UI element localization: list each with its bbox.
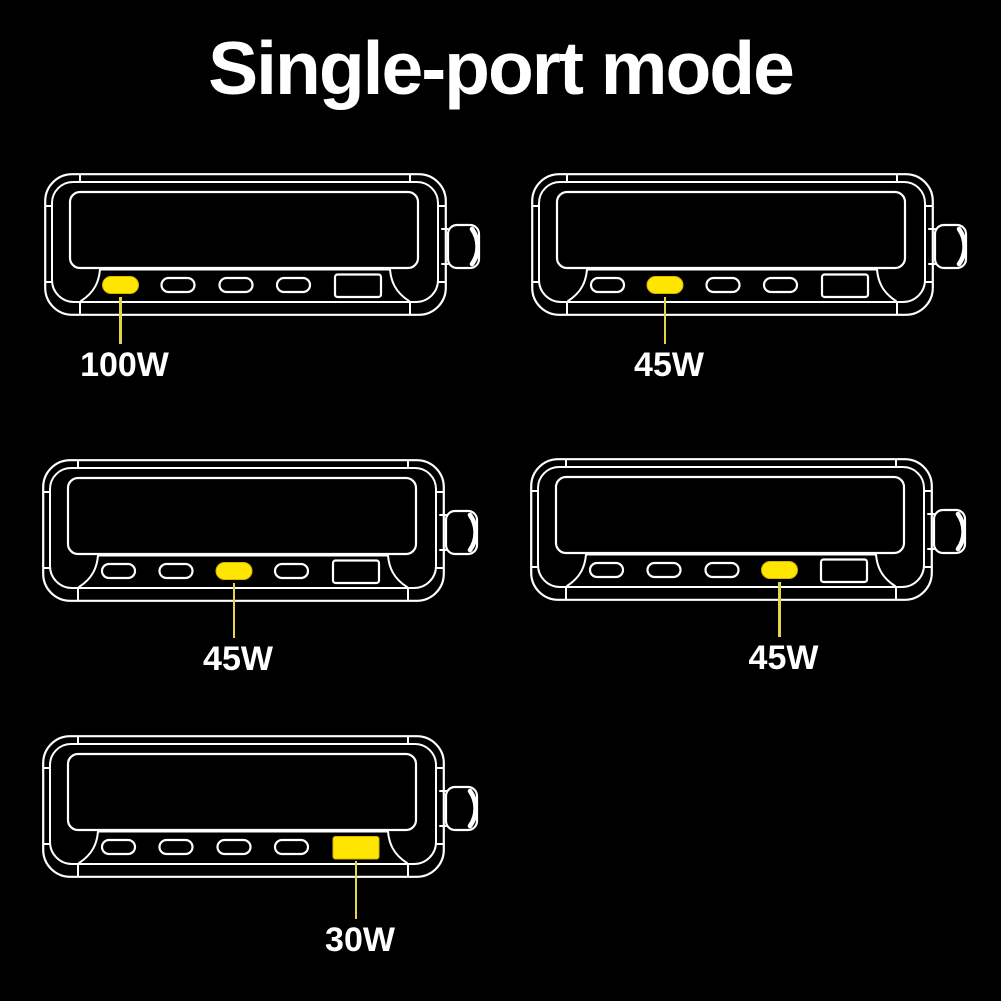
usb-c-port-2 [646, 561, 682, 579]
wattage-label: 100W [80, 346, 169, 384]
usb-c-port-1-highlighted [102, 276, 139, 294]
usb-c-port-1 [100, 838, 137, 856]
usb-c-port-1 [100, 562, 137, 580]
usb-c-port-2 [160, 276, 196, 294]
power-bank-middle-left: 45W [42, 459, 482, 699]
wattage-label: 45W [634, 346, 704, 384]
wattage-pointer-line [778, 582, 781, 637]
body-inner-seam [538, 181, 926, 303]
usb-c-port-2 [158, 562, 194, 580]
side-strap-tab-highlight [956, 226, 967, 267]
body-inner-seam [49, 743, 437, 865]
usb-c-port-3-highlighted [215, 562, 253, 580]
port-recess-right-curve [387, 554, 408, 588]
wattage-label: 45W [203, 640, 273, 678]
body-outline [530, 458, 933, 601]
body-outline [42, 459, 445, 602]
wattage-pointer-line [663, 297, 667, 344]
display-panel [555, 190, 907, 270]
power-bank-bottom-left: 30W [42, 735, 482, 975]
body-inner-seam [537, 466, 925, 588]
display-panel [66, 476, 418, 556]
usb-c-port-4 [273, 838, 310, 856]
port-recess-left-curve [80, 268, 101, 302]
body-inner-seam [49, 467, 437, 589]
usb-a-port [819, 558, 869, 584]
power-bank-middle-right: 45W [530, 458, 970, 698]
power-bank-top-left: 100W [44, 173, 484, 413]
usb-a-port [820, 273, 870, 299]
power-bank-illustration [530, 458, 967, 601]
port-recess-right-curve [389, 268, 410, 302]
power-bank-illustration [42, 459, 479, 602]
usb-c-port-4 [762, 276, 799, 294]
usb-c-port-4 [273, 562, 310, 580]
power-bank-illustration [44, 173, 481, 316]
port-recess-left-curve [566, 553, 587, 587]
wattage-pointer-line [354, 861, 358, 919]
usb-a-port [333, 273, 383, 299]
power-bank-illustration [42, 735, 479, 878]
usb-c-port-3 [704, 561, 740, 579]
port-recess-left-curve [567, 268, 588, 302]
usb-c-port-3 [218, 276, 254, 294]
usb-c-port-4-highlighted [761, 561, 798, 579]
page-title: Single-port mode [208, 26, 795, 110]
usb-c-port-2-highlighted [646, 276, 684, 294]
wattage-pointer-line [119, 297, 122, 344]
side-strap-tab-highlight [467, 788, 478, 829]
port-recess-right-curve [876, 268, 897, 302]
port-recess-left-curve [78, 554, 99, 588]
side-strap-tab-highlight [955, 511, 966, 552]
usb-c-port-1 [589, 276, 626, 294]
port-recess-right-curve [875, 553, 896, 587]
usb-c-port-2 [158, 838, 194, 856]
usb-c-port-3 [216, 838, 252, 856]
wattage-label: 45W [748, 639, 819, 677]
port-recess-left-curve [78, 830, 99, 864]
display-panel [68, 190, 420, 270]
usb-c-port-3 [705, 276, 741, 294]
usb-c-port-4 [275, 276, 312, 294]
wattage-pointer-line [232, 583, 236, 638]
usb-c-port-1 [588, 561, 625, 579]
body-outline [44, 173, 447, 316]
body-outline [42, 735, 445, 878]
usb-a-port [331, 559, 381, 585]
port-recess-right-curve [387, 830, 408, 864]
power-bank-top-right: 45W [531, 173, 971, 413]
body-inner-seam [51, 181, 439, 303]
power-bank-illustration [531, 173, 968, 316]
side-strap-tab-highlight [467, 512, 478, 553]
display-panel [554, 475, 906, 555]
display-panel [66, 752, 418, 832]
usb-a-port-highlighted [332, 836, 380, 860]
wattage-label: 30W [325, 921, 395, 959]
side-strap-tab-highlight [469, 226, 480, 267]
body-outline [531, 173, 934, 316]
